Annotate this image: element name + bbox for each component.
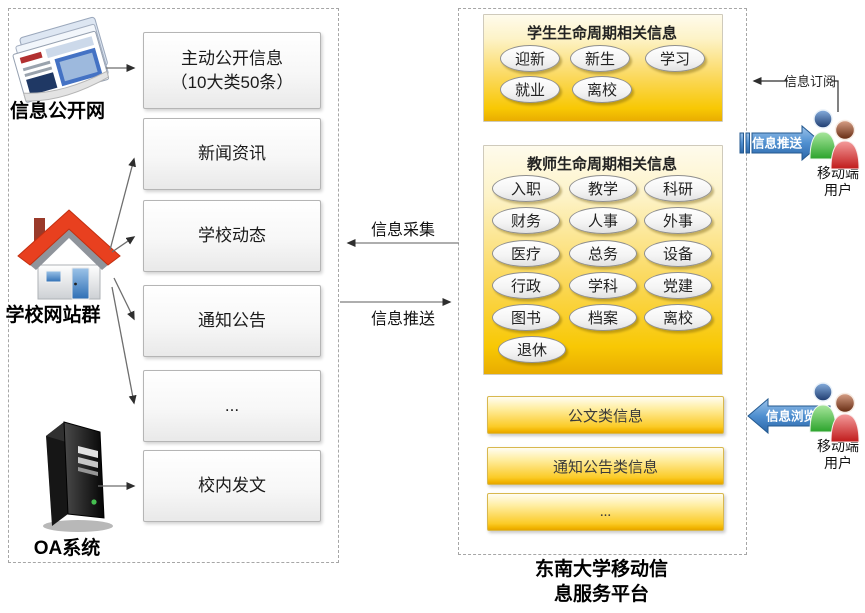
label-school-website-group: 学校网站群 xyxy=(5,305,101,326)
teacher-oval: 退休 xyxy=(498,336,566,363)
info-collect-label: 信息采集 xyxy=(371,221,435,239)
browse-block-arrow-label: 信息浏览 xyxy=(766,409,816,424)
box-line: 主动公开信息 xyxy=(181,48,283,68)
teacher-oval: 教学 xyxy=(569,175,637,202)
subscribe-connector xyxy=(752,77,839,112)
teacher-oval: 人事 xyxy=(569,207,637,234)
teacher-oval: 党建 xyxy=(644,272,712,299)
box-school-dynamics: 学校动态 xyxy=(143,200,321,272)
push-block-arrow-label: 信息推送 xyxy=(752,136,803,151)
box-internal-documents: 校内发文 xyxy=(143,450,321,522)
teacher-oval: 行政 xyxy=(492,272,560,299)
teacher-oval: 图书 xyxy=(492,304,560,331)
mobile-user-label-bottom: 移动端 用户 xyxy=(802,438,865,472)
student-oval: 就业 xyxy=(500,76,560,103)
label-oa-system: OA系统 xyxy=(33,538,101,559)
connector-subscribe-elbow xyxy=(832,80,839,112)
bar-official-documents: 公文类信息 xyxy=(487,396,724,434)
student-oval: 迎新 xyxy=(500,45,560,72)
mobile-user-label-top: 移动端 用户 xyxy=(802,165,865,199)
push-block-arrow xyxy=(739,124,823,162)
mobile-users-icon-bottom xyxy=(809,382,860,443)
box-ellipsis: ... xyxy=(143,370,321,442)
mobile-users-icon-top xyxy=(809,109,860,170)
bar-notice-info: 通知公告类信息 xyxy=(487,447,724,485)
teacher-oval: 设备 xyxy=(644,240,712,267)
teacher-oval: 学科 xyxy=(569,272,637,299)
box-line: 学校动态 xyxy=(198,226,266,245)
box-line: 新闻资讯 xyxy=(198,144,266,163)
mobile-user-label-line: 移动端 xyxy=(817,165,859,181)
platform-title: 东南大学移动信 息服务平台 xyxy=(458,557,745,607)
box-active-disclosure: 主动公开信息 （10大类50条） xyxy=(143,32,321,109)
box-line: 通知公告 xyxy=(198,311,266,330)
teacher-oval: 医疗 xyxy=(492,240,560,267)
teacher-oval: 档案 xyxy=(569,304,637,331)
box-line: 校内发文 xyxy=(198,476,266,495)
mobile-user-label-line: 用户 xyxy=(824,455,852,471)
mobile-user-label-line: 用户 xyxy=(824,182,852,198)
teacher-oval: 外事 xyxy=(644,207,712,234)
platform-title-line1: 东南大学移动信 xyxy=(534,559,668,580)
browse-block-arrow xyxy=(747,397,831,435)
student-panel-title: 学生生命周期相关信息 xyxy=(526,25,677,42)
box-line: （10大类50条） xyxy=(170,72,294,92)
platform-dashed-container xyxy=(458,8,747,555)
teacher-oval: 总务 xyxy=(569,240,637,267)
bar-ellipsis: ... xyxy=(487,493,724,531)
teacher-oval: 离校 xyxy=(644,304,712,331)
teacher-oval: 财务 xyxy=(492,207,560,234)
subscribe-label: 信息订阅 xyxy=(784,74,836,89)
info-push-label: 信息推送 xyxy=(371,310,435,328)
student-oval: 学习 xyxy=(645,45,705,72)
teacher-oval: 入职 xyxy=(492,175,560,202)
middle-connectors xyxy=(340,239,459,306)
platform-title-line2: 息服务平台 xyxy=(553,584,649,605)
teacher-panel-title: 教师生命周期相关信息 xyxy=(526,156,677,173)
box-notices: 通知公告 xyxy=(143,285,321,357)
mobile-user-label-line: 移动端 xyxy=(817,438,859,454)
label-info-disclosure-site: 信息公开网 xyxy=(9,101,105,122)
teacher-oval: 科研 xyxy=(644,175,712,202)
box-line: ... xyxy=(224,396,240,415)
box-news: 新闻资讯 xyxy=(143,118,321,190)
student-oval: 新生 xyxy=(570,45,630,72)
student-oval: 离校 xyxy=(572,76,632,103)
sources-dashed-container xyxy=(8,8,339,563)
